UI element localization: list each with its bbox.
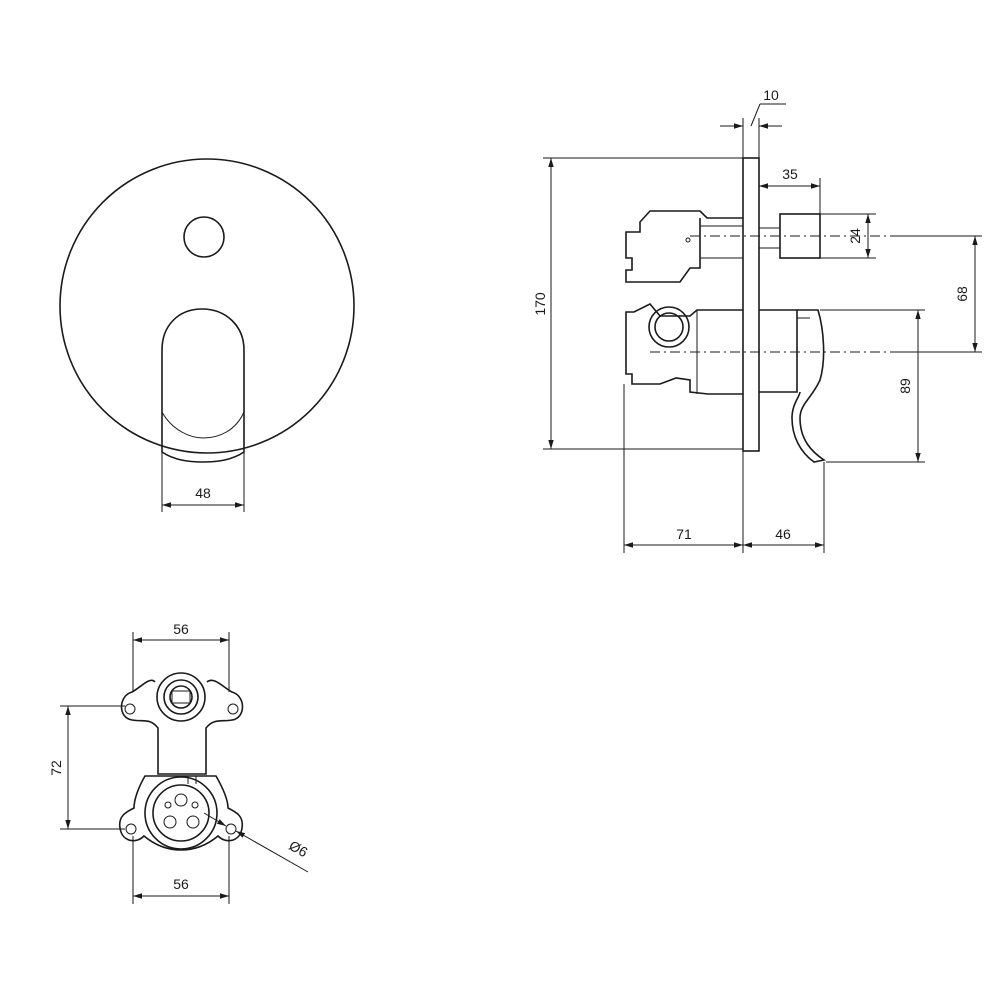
dimension-hole-diameter: Ø6 <box>203 812 311 873</box>
dimension-label-170: 170 <box>532 292 548 316</box>
lever-edge-line <box>161 411 245 439</box>
upper-flange <box>120 679 244 775</box>
dimension-overall-height: 170 <box>532 157 743 450</box>
lower-body <box>625 303 743 395</box>
upper-body <box>625 210 743 283</box>
dimension-label-89: 89 <box>897 378 913 394</box>
dimension-label-24: 24 <box>847 228 863 244</box>
dimension-label-71: 71 <box>676 526 692 542</box>
dimension-label-56-top: 56 <box>173 621 189 637</box>
dimension-label-35: 35 <box>782 166 798 182</box>
dimension-top-width: 56 <box>132 621 230 692</box>
dimension-depths: 71 46 <box>623 384 825 553</box>
dimension-label-48: 48 <box>195 485 211 501</box>
upper-port-outer <box>156 672 206 722</box>
dimension-label-diameter: Ø6 <box>286 837 310 860</box>
dimension-label-10: 10 <box>763 87 779 103</box>
lower-flange <box>118 775 244 851</box>
dimension-lever-to-tip: 89 <box>820 309 925 463</box>
lever-handle-front <box>161 308 245 463</box>
diverter-knob <box>183 216 225 258</box>
dimension-spout-to-lever: 68 <box>890 235 982 353</box>
outlet-port <box>648 306 690 348</box>
dimension-outlet-projection: 35 <box>759 166 821 214</box>
lever-handle-side <box>759 309 798 393</box>
dimension-center-distance: 72 <box>48 705 125 830</box>
dimension-plate-thickness: 10 <box>720 87 786 158</box>
body-view: 56 56 72 Ø6 <box>48 621 311 904</box>
dimension-outlet-height: 24 <box>820 213 876 259</box>
dimension-label-56-bottom: 56 <box>173 876 189 892</box>
dimension-handle-width: 48 <box>161 452 245 512</box>
front-view: 48 <box>59 158 355 512</box>
dimension-label-68: 68 <box>954 286 970 302</box>
side-view: 10 35 24 68 89 <box>532 87 982 553</box>
dimension-bottom-width: 56 <box>132 836 230 904</box>
lower-port-outer <box>144 776 218 850</box>
cover-plate-outline <box>59 158 355 454</box>
dimension-label-72: 72 <box>48 760 64 776</box>
dimension-label-46: 46 <box>775 526 791 542</box>
wall-plate <box>742 157 760 452</box>
